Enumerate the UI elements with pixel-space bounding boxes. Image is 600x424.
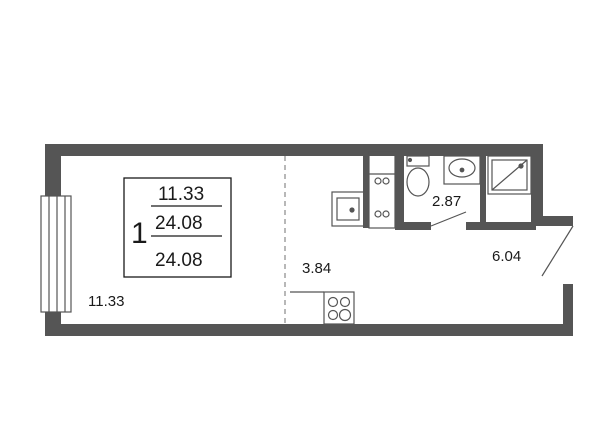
wall-bath-divider: [480, 144, 486, 228]
wall-bath-bottom: [395, 222, 431, 230]
wall-left-bottom: [45, 312, 61, 336]
wall-top: [45, 144, 543, 156]
wall-bath-bottom-right: [466, 222, 536, 230]
shower: [487, 155, 532, 195]
stove: [290, 291, 355, 325]
hallway-area-label: 6.04: [492, 248, 521, 265]
wall-bottom: [45, 324, 573, 336]
summary-total-with-balcony: 24.08: [155, 250, 203, 271]
living-room-area-label: 11.33: [88, 293, 124, 310]
bathroom-door: [430, 211, 467, 227]
summary-living-area: 11.33: [158, 184, 204, 205]
washbasin: [443, 155, 481, 185]
wall-right-step: [531, 216, 573, 226]
kitchen-cabinet: [368, 151, 396, 229]
bathroom-area-label: 2.87: [432, 193, 461, 210]
window-frame: [40, 195, 72, 313]
window: [40, 195, 72, 313]
kitchen-area-label: 3.84: [302, 260, 331, 277]
summary-total-area: 24.08: [155, 213, 203, 234]
room-count: 1: [131, 217, 148, 250]
kitchen-sink: [331, 191, 365, 227]
area-summary-card: 1 11.33 24.08 24.08: [123, 177, 232, 278]
wall-bath-left: [395, 144, 404, 228]
wall-right-lower: [563, 284, 573, 336]
wall-niche: [363, 144, 369, 228]
wall-left-top: [45, 144, 61, 196]
summary-card-border: [123, 177, 232, 278]
wall-right-upper: [531, 144, 543, 226]
toilet: [406, 155, 430, 197]
entrance-door: [541, 225, 574, 277]
walls: [45, 144, 573, 336]
